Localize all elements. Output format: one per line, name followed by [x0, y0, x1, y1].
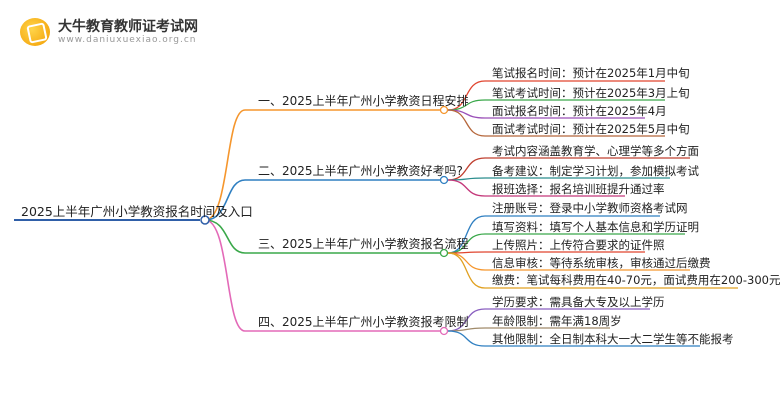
site-logo: 大牛教育教师证考试网 www.daniuxuexiao.org.cn — [20, 14, 370, 54]
logo-icon — [20, 18, 50, 46]
branch-process: 三、2025上半年广州小学教资报名流程 — [258, 237, 469, 251]
branch-junction — [439, 175, 449, 185]
mindmap-edges — [14, 80, 738, 347]
leaf-education: 学历要求：需具备大专及以上学历 — [492, 295, 665, 309]
leaf-interview-reg: 面试报名时间：预计在2025年4月 — [492, 104, 667, 118]
leaf-content: 考试内容涵盖教育学、心理学等多个方面 — [492, 144, 699, 158]
branch-junction — [439, 326, 449, 336]
leaf-register: 注册账号：登录中小学教师资格考试网 — [492, 201, 688, 215]
leaf-course: 报班选择：报名培训班提升通过率 — [492, 182, 665, 196]
leaf-connector — [447, 252, 486, 271]
leaf-interview-exam: 面试考试时间：预计在2025年5月中旬 — [492, 122, 690, 136]
leaf-advice: 备考建议：制定学习计划，参加模拟考试 — [492, 164, 699, 178]
logo-url: www.daniuxuexiao.org.cn — [58, 35, 197, 45]
leaf-review: 信息审核：等待系统审核，审核通过后缴费 — [492, 256, 711, 270]
leaf-connector — [447, 252, 486, 289]
branch-connector — [204, 219, 246, 254]
leaf-connector — [447, 109, 486, 137]
leaf-fees: 缴费：笔试每科费用在40-70元，面试费用在200-300元 — [492, 273, 780, 287]
leaf-age: 年龄限制：需年满18周岁 — [492, 314, 622, 328]
branch-junction — [439, 248, 449, 258]
branch-schedule: 一、2025上半年广州小学教资日程安排 — [258, 94, 469, 108]
leaf-connector — [447, 179, 486, 197]
leaf-written-exam: 笔试考试时间：预计在2025年3月上旬 — [492, 86, 690, 100]
branch-difficulty: 二、2025上半年广州小学教资好考吗? — [258, 164, 463, 178]
leaf-fill-info: 填写资料：填写个人基本信息和学历证明 — [492, 220, 699, 234]
branch-connector — [204, 179, 246, 221]
branch-limits: 四、2025上半年广州小学教资报考限制 — [258, 315, 469, 329]
logo-name: 大牛教育教师证考试网 — [58, 19, 198, 35]
branch-connector — [204, 219, 246, 332]
branch-junction — [439, 105, 449, 115]
branch-connector — [204, 109, 246, 221]
root-junction — [200, 215, 210, 225]
leaf-other: 其他限制：全日制本科大一大二学生等不能报考 — [492, 332, 734, 346]
root-node: 2025上半年广州小学教资报名时间及入口 — [21, 204, 253, 219]
leaf-connector — [447, 330, 486, 347]
leaf-written-reg: 笔试报名时间：预计在2025年1月中旬 — [492, 66, 690, 80]
leaf-upload-photo: 上传照片：上传符合要求的证件照 — [492, 238, 665, 252]
